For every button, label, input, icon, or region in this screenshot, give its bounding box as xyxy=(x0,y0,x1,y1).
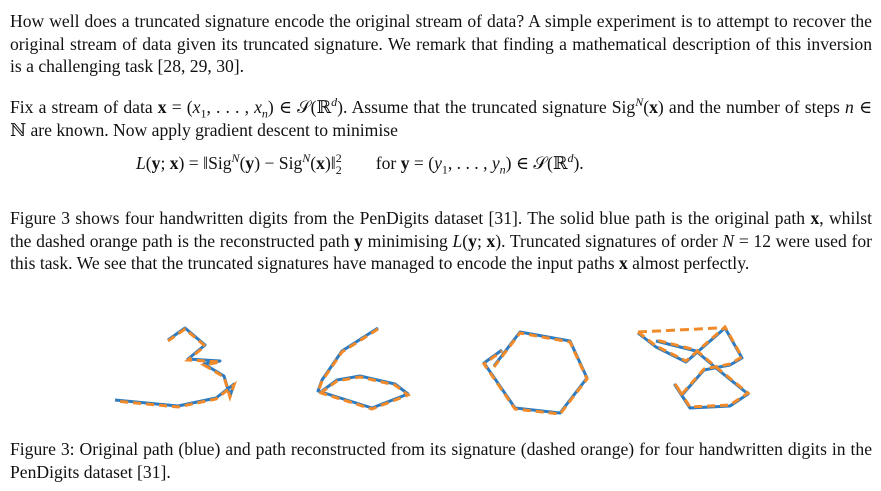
figure-3-digit-paths xyxy=(114,324,751,416)
digit-3-reconstructed-path xyxy=(114,327,237,409)
digit-8-reconstructed-path xyxy=(637,324,751,409)
digit-3-original-path xyxy=(114,326,236,408)
digit-3-plot xyxy=(114,326,237,409)
digit-6-plot xyxy=(316,326,412,411)
paragraph-results: Figure 3 shows four handwritten digits f… xyxy=(10,208,872,273)
digit-8-plot xyxy=(637,324,751,410)
paragraph-setup: Fix a stream of data x = (x1, . . . , xn… xyxy=(10,95,872,140)
digit-8-top-stroke xyxy=(637,326,719,334)
digit-6-reconstructed-path xyxy=(316,327,412,411)
figure-caption: Figure 3: Original path (blue) and path … xyxy=(10,439,872,482)
digit-0-reconstructed-path xyxy=(481,331,589,416)
digit-0-plot xyxy=(481,330,589,416)
paragraph-intro: How well does a truncated signature enco… xyxy=(10,11,872,76)
